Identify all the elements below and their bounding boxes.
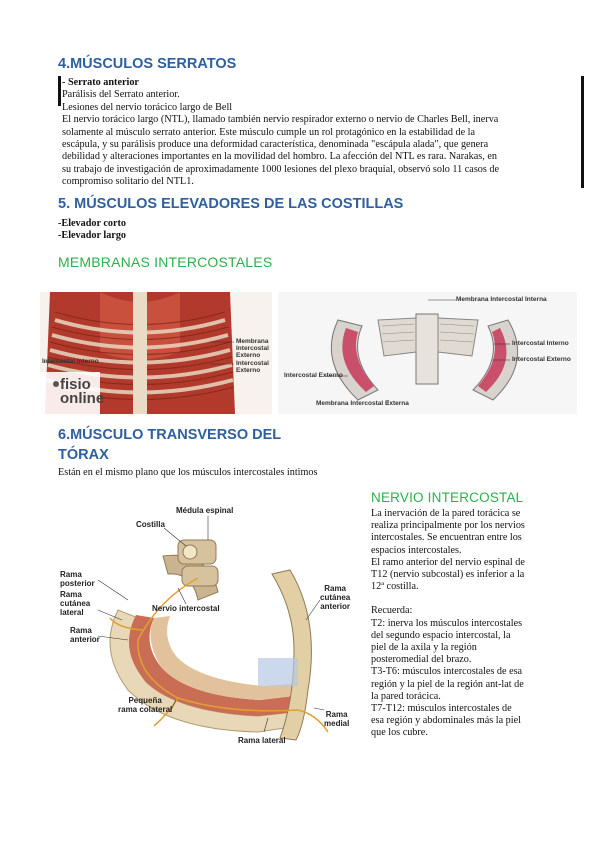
list-item: -Elevador largo	[58, 230, 127, 242]
nervio-line: 12ª costilla.	[371, 581, 419, 593]
nervio-line: posteromedial del brazo.	[371, 654, 472, 666]
nervio-line: intercostales. Se encuentran entre los	[371, 532, 522, 544]
nervio-line: que los cubre.	[371, 727, 428, 739]
section-4-line: compromiso solitario del NTL1.	[62, 176, 194, 188]
nervio-line: piel de la axila y la región	[371, 642, 477, 654]
section-5-title: 5. MÚSCULOS ELEVADORES DE LAS COSTILLAS	[58, 196, 404, 212]
label-rama-posterior: Rama posterior	[60, 570, 95, 588]
section-4-title: 4.MÚSCULOS SERRATOS	[58, 56, 237, 72]
section-4-line: - Serrato anterior	[62, 77, 139, 88]
intercostal-illustration	[324, 299, 519, 404]
label-rama-cutanea-lateral: Rama cutánea lateral	[60, 590, 91, 617]
right-border	[581, 76, 584, 188]
intercostal-nerve-illustration	[97, 516, 329, 741]
section-4-line: El nervio torácico largo (NTL), llamado …	[62, 114, 499, 126]
label-rama-lateral: Rama lateral	[238, 736, 286, 745]
label-rama-medial: Rama medial	[324, 710, 350, 728]
nervio-line: la pared torácica.	[371, 690, 441, 702]
nervio-title: NERVIO INTERCOSTAL	[371, 490, 524, 505]
fig2-label: Intercostal Externo	[512, 356, 571, 363]
thorax-illustration	[40, 292, 272, 414]
fig2-label: Membrana Intercostal Interna	[456, 296, 547, 303]
thorax-muscle-figure: Intercostal Interno Membrana Intercostal…	[40, 292, 272, 414]
nervio-line: T2: inerva los músculos intercostales	[371, 617, 523, 629]
nervio-body: La inervación de la pared torácica se re…	[371, 508, 571, 740]
section-6-title: 6.MÚSCULO TRANSVERSO DEL TÓRAX	[58, 427, 282, 463]
section-4-line: Parálisis del Serrato anterior.	[62, 89, 180, 101]
label-medula: Médula espinal	[176, 506, 234, 515]
nervio-line: T7-T12: músculos intercostales de	[371, 703, 512, 715]
section-4-line: solamente al músculo serrato anterior. E…	[62, 126, 476, 138]
section-4-body: - Serrato anterior Parálisis del Serrato…	[62, 77, 546, 189]
section-4-line: escápula, y su parálisis produce una def…	[62, 139, 489, 151]
section-4-frame	[58, 76, 584, 188]
label-costilla: Costilla	[136, 520, 165, 529]
nervio-line: T12 (nervio subcostal) es inferior a la	[371, 569, 525, 581]
nervio-line: esa región y abdominales más la piel	[371, 715, 521, 727]
nervio-line	[371, 593, 571, 605]
section-4-line: Lesiones del nervio torácico largo de Be…	[62, 101, 233, 113]
fisio-online-logo: fisio online	[60, 376, 105, 407]
nervio-line: La inervación de la pared torácica se	[371, 508, 521, 519]
fig1-label: Membrana Intercostal Externo	[236, 338, 269, 359]
fig1-label: Intercostal Interno	[42, 358, 99, 365]
nervio-line: El ramo anterior del nervio espinal de	[371, 556, 525, 568]
section-4-line: debilidad y alteraciones importantes en …	[62, 151, 497, 163]
label-rama-cutanea-anterior: Rama cutánea anterior	[320, 584, 351, 611]
membranas-title: MEMBRANAS INTERCOSTALES	[58, 254, 273, 270]
section-4-line: su trabajo de investigación de aproximad…	[62, 163, 500, 175]
nervio-line: realiza principalmente por los nervios	[371, 520, 525, 532]
fig1-label: Intercostal Externo	[236, 360, 269, 374]
fig2-label: Intercostal Externo	[284, 372, 343, 379]
section-6-text: Están en el mismo plano que los músculos…	[58, 467, 318, 478]
intercostal-nerve-figure: Médula espinal Costilla Rama posterior R…	[58, 500, 363, 752]
intercostal-membrane-figure: Membrana Intercostal Interna Intercostal…	[278, 292, 577, 414]
nervio-line: del segundo espacio intercostal, la	[371, 629, 511, 641]
list-item: -Elevador corto	[58, 218, 126, 229]
label-rama-anterior: Rama anterior	[70, 626, 100, 644]
fig2-label: Intercostal Interno	[512, 340, 569, 347]
label-pequena-rama: Pequeña rama colateral	[118, 696, 173, 714]
nervio-line: región y la piel de la región ant-lat de	[371, 678, 524, 690]
left-border	[58, 76, 61, 106]
nervio-line: T3-T6: músculos intercostales de esa	[371, 666, 523, 678]
label-nervio-intercostal: Nervio intercostal	[152, 604, 220, 613]
nervio-line: espacios intercostales.	[371, 544, 462, 556]
fig2-label: Membrana Intercostal Externa	[316, 400, 409, 407]
nervio-line: Recuerda:	[371, 605, 413, 617]
section-5-list: -Elevador corto -Elevador largo	[58, 218, 126, 243]
